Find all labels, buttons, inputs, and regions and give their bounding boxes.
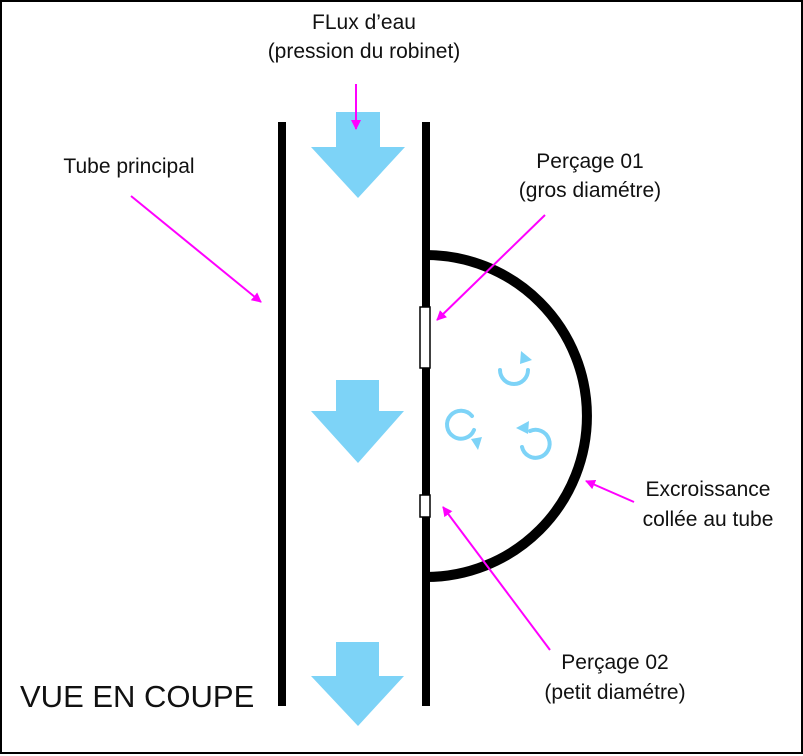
flow-arrow-icon: [311, 642, 404, 726]
swirl-icon: [516, 421, 552, 460]
swirl-icon: [498, 351, 532, 386]
tube-label: Tube principal: [63, 155, 194, 178]
flow-arrow-icon: [311, 112, 405, 198]
excroissance-label-line2: collée au tube: [643, 508, 774, 531]
percage02-label-line2: (petit diamétre): [544, 681, 685, 704]
flux-label-line1: FLux d’eau: [312, 11, 416, 34]
flow-arrow-icon: [311, 380, 404, 463]
pointer-arrow-icon: [442, 506, 551, 651]
percage-02-hole: [419, 494, 431, 518]
excroissance-shape: [425, 250, 592, 582]
pointer-arrow-icon: [130, 195, 262, 303]
percage-01-hole: [419, 306, 431, 369]
flux-label-line2: (pression du robinet): [268, 40, 461, 63]
view-title: VUE EN COUPE: [20, 679, 254, 714]
percage01-label-line2: (gros diamétre): [519, 179, 661, 202]
pointer-arrow-icon: [585, 480, 635, 503]
percage01-label-line1: Perçage 01: [536, 150, 643, 173]
swirl-icon: [445, 408, 482, 450]
excroissance-label-line1: Excroissance: [646, 478, 771, 501]
pointer-arrow-icon: [436, 214, 546, 321]
percage02-label-line1: Perçage 02: [561, 651, 668, 674]
